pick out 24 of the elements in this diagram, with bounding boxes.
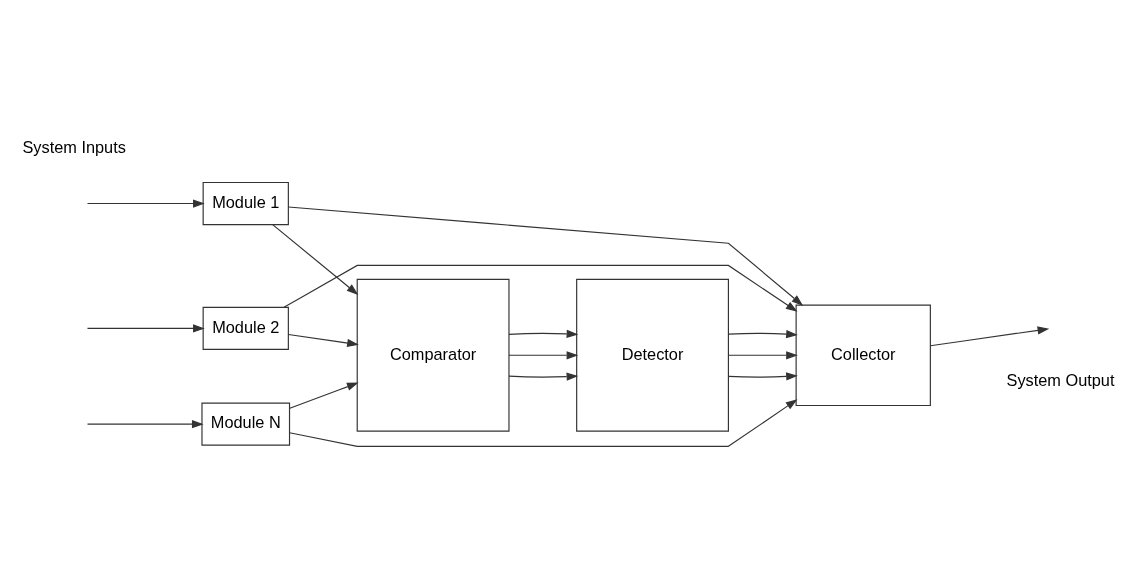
arrow: [86, 420, 204, 429]
node-box: Module 2: [202, 306, 289, 351]
arrow: [289, 382, 359, 409]
arrow: [86, 324, 205, 333]
arrow: [508, 351, 579, 360]
arrow: [289, 399, 798, 447]
node-box: Module N: [201, 402, 291, 446]
arrow: [508, 372, 579, 381]
arrow: [86, 199, 205, 208]
arrow: [287, 206, 804, 306]
node-box: Detector: [576, 278, 729, 432]
arrow: [728, 372, 798, 381]
arrow: [728, 330, 798, 339]
arrow: [508, 329, 579, 338]
arrow: [287, 333, 359, 348]
label: System Output: [1006, 371, 1115, 390]
node-box: Comparator: [356, 278, 510, 432]
arrow: [728, 351, 798, 360]
arrow: [272, 224, 359, 295]
node-box: Collector: [795, 304, 931, 407]
node-box: Module 1: [202, 181, 289, 226]
arrow: [283, 264, 798, 312]
arrow: [929, 326, 1050, 347]
label: System Inputs: [22, 138, 126, 156]
